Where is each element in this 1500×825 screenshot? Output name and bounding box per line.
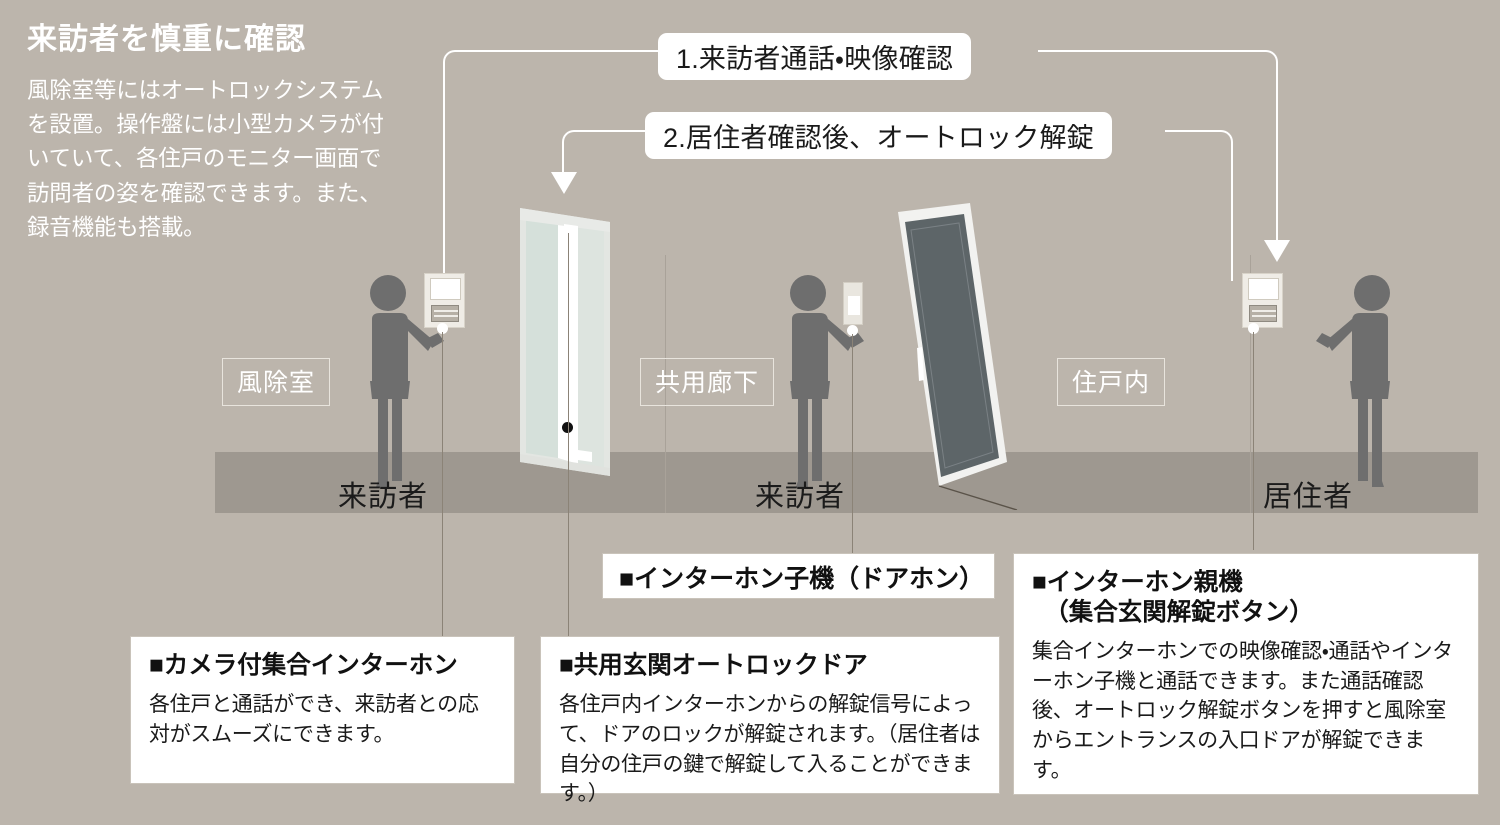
info-card-camera-intercom-title: ■カメラ付集合インターホン xyxy=(149,652,458,679)
autolock-door-node-dot xyxy=(562,422,573,433)
info-card-autolock-door-title: ■共用玄関オートロックドア xyxy=(559,652,868,679)
zone-tag-entry-vestibule: 風除室 xyxy=(222,358,331,406)
arrow-down-icon-step1 xyxy=(1264,240,1290,262)
leader-line-intercom-master xyxy=(1253,332,1254,550)
info-card-autolock-door[interactable]: ■共用玄関オートロックドア 各住戸内インターホンからの解錠信号によって、ドアのロ… xyxy=(540,636,1000,805)
info-card-intercom-master[interactable]: ■インターホン親機 （集合玄関解錠ボタン） 集合インターホンでの映像確認・通話や… xyxy=(1013,553,1479,795)
person-resident-right xyxy=(1280,275,1400,490)
info-card-camera-intercom[interactable]: ■カメラ付集合インターホン 各住戸と通話ができ、来訪者との応対がスムーズにできま… xyxy=(130,636,515,784)
leader-line-autolock-door xyxy=(568,233,569,638)
connector-step1-left-vertical xyxy=(443,78,445,288)
info-card-intercom-master-title: ■インターホン親機 （集合玄関解錠ボタン） xyxy=(1032,569,1314,626)
floor-band xyxy=(215,452,1478,513)
headline-description: 風除室等にはオートロックシステムを設置。操作盤には小型カメラが付いていて、各住戸… xyxy=(27,78,384,240)
person-resident-right-svg xyxy=(1316,275,1390,487)
page-title: 来訪者を慎重に確認 xyxy=(27,23,306,56)
person-visitor-left xyxy=(360,275,480,490)
person-visitor-middle-svg xyxy=(790,275,864,487)
person-caption-visitor-middle: 来訪者 xyxy=(755,481,846,513)
zone-tag-common-corridor: 共用廊下 xyxy=(640,358,775,406)
zone-tag-inside-dwelling: 住戸内 xyxy=(1057,358,1166,406)
intercom-screen-left xyxy=(430,278,461,300)
step-pill-1[interactable]: 1.来訪者通話・映像確認 xyxy=(658,33,972,80)
intercom-keypad-left[interactable] xyxy=(431,305,459,322)
zone-divider-2 xyxy=(1250,255,1251,513)
camera-intercom-node-dot xyxy=(437,323,448,334)
step-pill-1-label: 1.来訪者通話・映像確認 xyxy=(676,44,954,74)
zone-label-common-corridor: 共用廊下 xyxy=(655,369,760,397)
autolock-glass-door[interactable] xyxy=(512,200,618,495)
intercom-master-screen xyxy=(1248,278,1279,300)
intercom-master-panel-right[interactable] xyxy=(1242,273,1283,328)
person-caption-visitor-left: 来訪者 xyxy=(338,481,429,513)
connector-step2-right-vertical xyxy=(1231,158,1233,281)
info-card-autolock-door-body: 各住戸内インターホンからの解錠信号によって、ドアのロックが解錠されます。（居住者… xyxy=(559,691,981,806)
autolock-door-svg xyxy=(520,208,610,476)
intercom-master-keypad[interactable] xyxy=(1249,305,1277,322)
connector-step1-right-vertical xyxy=(1276,78,1278,246)
leader-line-camera-intercom xyxy=(442,332,443,638)
zone-label-entry-vestibule: 風除室 xyxy=(237,369,316,397)
connector-corner-step2-right xyxy=(1203,130,1233,160)
info-card-intercom-master-body: 集合インターホンでの映像確認・通話やインターホン子機と通話できます。また通話確認… xyxy=(1032,638,1453,782)
doorphone-screen xyxy=(848,296,860,315)
doorphone-node-dot xyxy=(847,325,858,336)
camera-intercom-panel-left[interactable] xyxy=(424,273,465,328)
connector-step1-right-horizontal xyxy=(1038,50,1260,52)
step-pill-2-label: 2.居住者確認後、オートロック解錠 xyxy=(663,123,1094,153)
person-visitor-left-svg xyxy=(370,275,444,487)
intercom-master-node-dot xyxy=(1248,323,1259,334)
connector-corner-step1-left xyxy=(443,50,473,80)
person-caption-resident-right: 居住者 xyxy=(1263,481,1354,513)
info-card-doorphone[interactable]: ■インターホン子機（ドアホン） xyxy=(602,553,995,599)
connector-corner-step1-right xyxy=(1248,50,1278,80)
zone-label-inside-dwelling: 住戸内 xyxy=(1072,369,1151,397)
doorphone-sub-unit[interactable] xyxy=(843,282,863,325)
person-visitor-middle xyxy=(780,275,900,490)
step-pill-2[interactable]: 2.居住者確認後、オートロック解錠 xyxy=(645,112,1112,159)
arrow-down-icon-step2 xyxy=(551,172,577,194)
connector-step2-right-horizontal xyxy=(1165,130,1215,132)
leader-line-doorphone xyxy=(852,334,853,556)
connector-step2-left-horizontal xyxy=(590,130,655,132)
connector-step1-left-horizontal xyxy=(471,50,666,52)
connector-corner-step2-left xyxy=(562,130,592,160)
entry-door-svg xyxy=(898,203,1018,511)
connector-step2-left-vertical xyxy=(562,158,564,180)
dwelling-entry-door[interactable] xyxy=(895,200,1018,511)
headline-block: 来訪者を慎重に確認 風除室等にはオートロックシステムを設置。操作盤には小型カメラ… xyxy=(27,22,387,245)
info-card-camera-intercom-body: 各住戸と通話ができ、来訪者との応対がスムーズにできます。 xyxy=(149,691,479,746)
zone-divider-1 xyxy=(665,255,666,513)
info-card-doorphone-title: ■インターホン子機（ドアホン） xyxy=(619,565,985,593)
